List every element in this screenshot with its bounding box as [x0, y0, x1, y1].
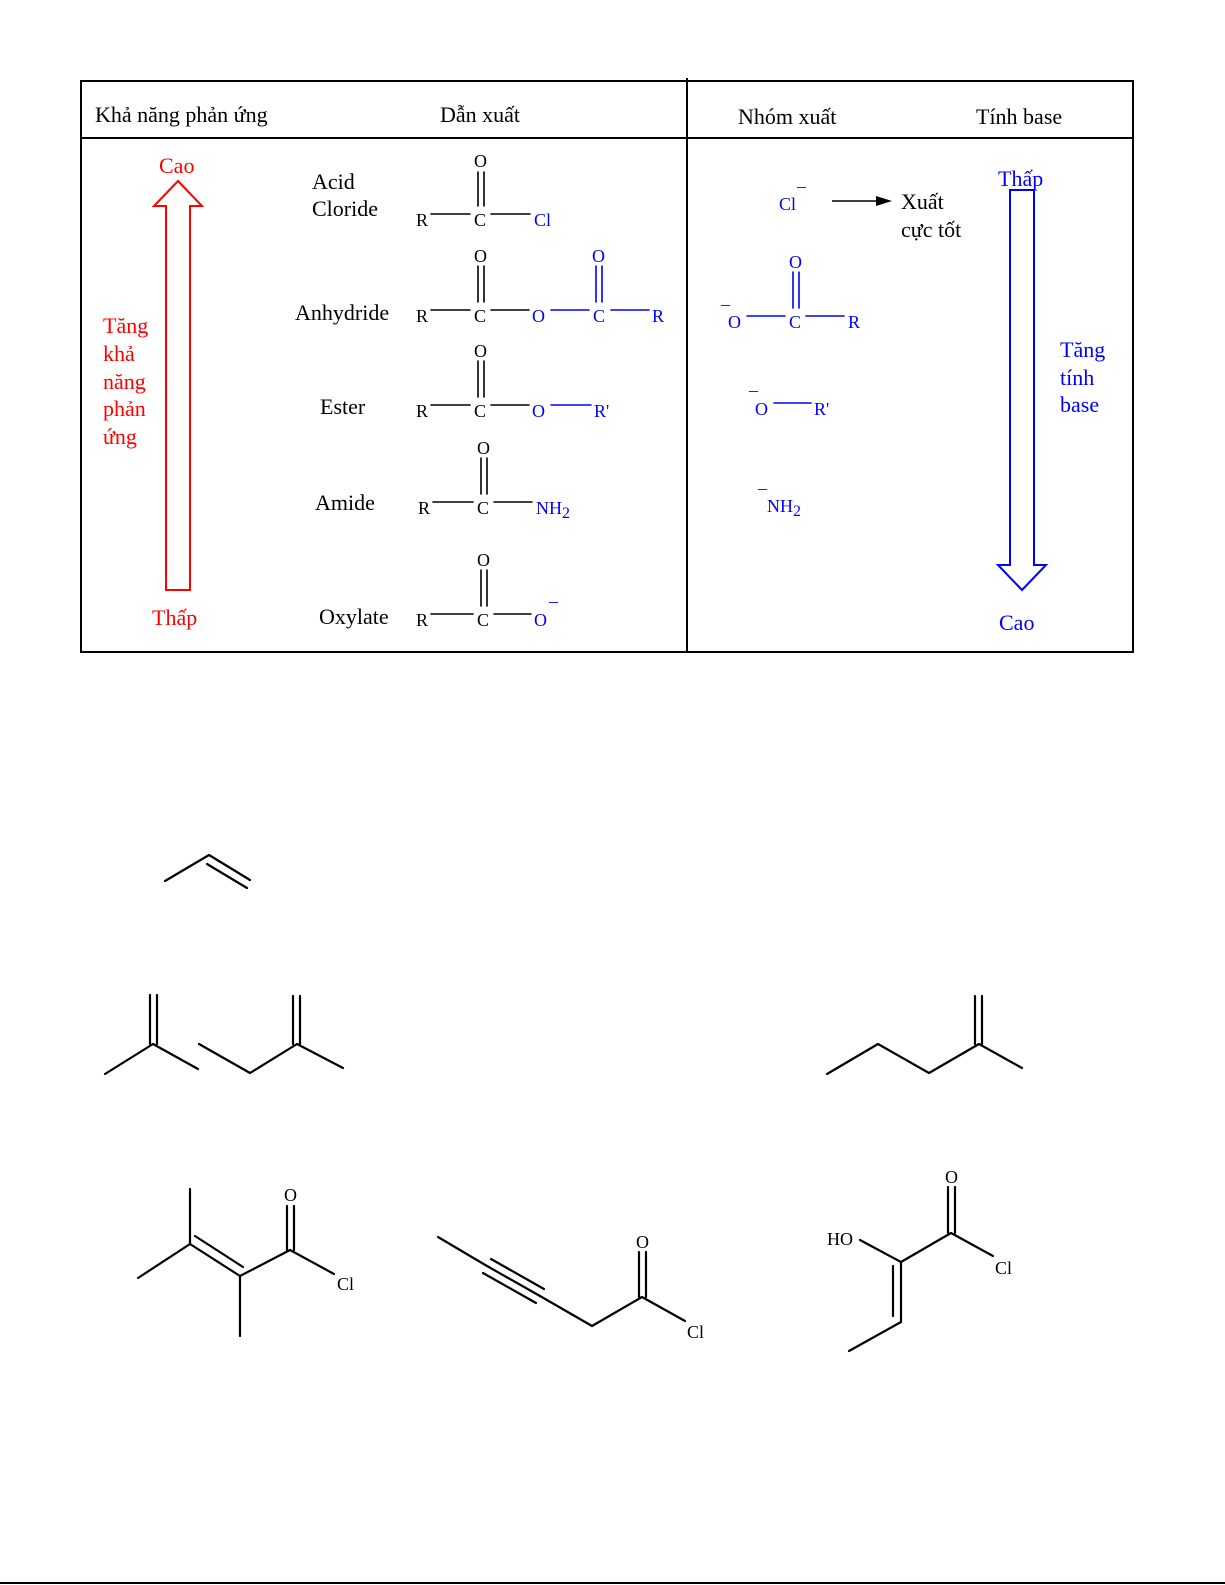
basicity-arrow — [998, 190, 1046, 590]
structure-ester: R C O O R' — [416, 341, 609, 421]
leaving-group-amide-ion: – NH 2 — [757, 478, 801, 520]
reactivity-top-label: Cao — [159, 153, 194, 178]
svg-text:O: O — [474, 341, 487, 361]
svg-text:O: O — [477, 438, 490, 458]
svg-text:Cl: Cl — [534, 210, 551, 230]
molecule-isobutene — [105, 995, 198, 1074]
svg-text:năng: năng — [103, 369, 146, 394]
svg-text:Cl: Cl — [337, 1274, 354, 1294]
svg-text:O: O — [474, 151, 487, 171]
header-derivative: Dẫn xuất — [440, 102, 520, 127]
svg-text:–: – — [748, 380, 759, 400]
header-basicity: Tính base — [976, 104, 1062, 129]
derivative-name-acid-chloride-2: Cloride — [312, 196, 378, 221]
svg-text:O: O — [945, 1167, 958, 1187]
svg-text:R': R' — [594, 401, 609, 421]
svg-text:tính: tính — [1060, 365, 1094, 390]
structure-oxylate: R C O O – — [416, 550, 559, 630]
svg-text:C: C — [474, 306, 486, 326]
derivative-name-oxylate: Oxylate — [319, 604, 389, 629]
svg-text:C: C — [789, 312, 801, 332]
svg-text:–: – — [757, 478, 768, 498]
svg-text:R: R — [416, 401, 428, 421]
svg-text:R: R — [416, 210, 428, 230]
svg-text:2: 2 — [562, 505, 570, 522]
svg-text:khả: khả — [103, 341, 135, 366]
svg-text:ứng: ứng — [103, 424, 137, 449]
basicity-top-label: Thấp — [998, 166, 1043, 191]
molecule-dimethylbutenoyl-chloride: O Cl — [138, 1185, 354, 1336]
leaving-group-alkoxide: – O R' — [748, 380, 829, 419]
header-reactivity: Khả năng phản ứng — [95, 102, 268, 127]
derivative-name-amide: Amide — [315, 490, 375, 515]
best-leaving-label-1: Xuất — [901, 189, 944, 214]
svg-text:HO: HO — [827, 1229, 853, 1249]
svg-text:–: – — [720, 294, 731, 314]
svg-text:C: C — [474, 401, 486, 421]
structure-anhydride: R C O O C O R — [416, 246, 664, 326]
svg-text:O: O — [636, 1232, 649, 1252]
svg-text:–: – — [796, 176, 807, 196]
best-leaving-arrow — [832, 196, 892, 206]
svg-text:R: R — [416, 306, 428, 326]
molecule-hydroxybutenoyl-chloride: HO O Cl — [827, 1167, 1012, 1351]
reactivity-arrow — [154, 181, 202, 590]
svg-text:R: R — [418, 498, 430, 518]
molecule-hexynoyl-chloride: O Cl — [438, 1232, 704, 1342]
molecule-2-methyl-1-butene — [199, 996, 343, 1073]
structure-amide: R C O NH 2 — [418, 438, 570, 522]
svg-text:C: C — [477, 610, 489, 630]
svg-text:R': R' — [814, 399, 829, 419]
svg-text:R: R — [416, 610, 428, 630]
svg-text:R: R — [652, 306, 664, 326]
svg-text:NH: NH — [536, 498, 562, 518]
reactivity-bottom-label: Thấp — [152, 605, 197, 630]
svg-text:O: O — [728, 312, 741, 332]
svg-text:O: O — [474, 246, 487, 266]
molecule-propene — [165, 855, 250, 888]
basicity-bottom-label: Cao — [999, 610, 1034, 635]
svg-text:Tăng: Tăng — [103, 313, 148, 338]
svg-text:O: O — [789, 252, 802, 272]
table-frame — [81, 78, 1133, 652]
svg-text:Cl: Cl — [995, 1258, 1012, 1278]
derivative-name-ester: Ester — [320, 394, 366, 419]
svg-text:R: R — [848, 312, 860, 332]
svg-text:C: C — [474, 210, 486, 230]
best-leaving-label-2: cực tốt — [901, 217, 961, 242]
svg-text:O: O — [477, 550, 490, 570]
molecule-2-methyl-1-pentene — [827, 996, 1022, 1074]
svg-text:O: O — [532, 401, 545, 421]
leaving-group-chloride: Cl – — [779, 176, 807, 214]
svg-text:base: base — [1060, 392, 1099, 417]
derivative-name-anhydride: Anhydride — [295, 300, 389, 325]
svg-text:Cl: Cl — [687, 1322, 704, 1342]
svg-text:O: O — [534, 610, 547, 630]
basicity-axis-label: Tăng tính base — [1060, 337, 1105, 417]
svg-text:phản: phản — [103, 396, 146, 421]
svg-text:O: O — [532, 306, 545, 326]
leaving-group-carboxylate: – O C O R — [720, 252, 860, 332]
svg-text:C: C — [477, 498, 489, 518]
svg-text:2: 2 — [793, 503, 801, 520]
svg-text:–: – — [548, 591, 559, 611]
svg-text:O: O — [284, 1185, 297, 1205]
header-leaving-group: Nhóm xuất — [738, 104, 836, 129]
structure-acid-chloride: R C O Cl — [416, 151, 551, 230]
reactivity-axis-label: Tăng khả năng phản ứng — [103, 313, 148, 449]
svg-text:O: O — [592, 246, 605, 266]
derivative-name-acid-chloride-1: Acid — [312, 169, 355, 194]
svg-text:Cl: Cl — [779, 194, 796, 214]
svg-text:Tăng: Tăng — [1060, 337, 1105, 362]
svg-text:C: C — [593, 306, 605, 326]
svg-text:O: O — [755, 399, 768, 419]
svg-text:NH: NH — [767, 496, 793, 516]
